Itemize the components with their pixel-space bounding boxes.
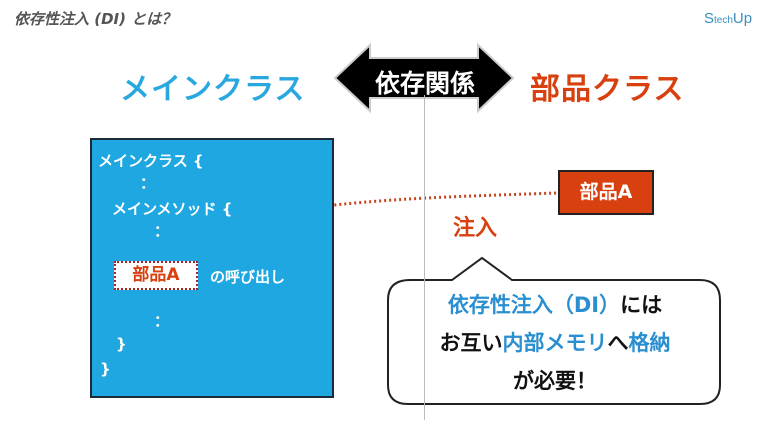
bubble-line-2: お互い内部メモリへ格納 <box>390 324 720 362</box>
inject-label: 注入 <box>453 216 498 241</box>
dependency-label: 依存関係 <box>374 69 475 98</box>
double-arrow-icon <box>333 42 515 114</box>
code-call-text: の呼び出し <box>210 268 286 286</box>
bubble-text-di: 依存性注入（DI） <box>447 293 621 317</box>
bubble-line-3: が必要！ <box>513 369 597 393</box>
bubble-text-niwa: には <box>620 293 663 317</box>
code-method-line: メインメソッド { <box>112 200 233 218</box>
speech-bubble <box>387 256 721 405</box>
main-class-heading: メインクラス <box>120 72 306 107</box>
part-a-box: 部品A <box>558 170 654 215</box>
bubble-text-otagai: お互い <box>439 331 503 355</box>
bubble-text-store: 格納 <box>628 331 671 355</box>
main-class-box: メインクラス { ： メインメソッド { ： 部品A の呼び出し ： } } <box>90 138 334 398</box>
bubble-text-memory: 内部メモリ <box>502 331 608 355</box>
code-dots: ： <box>154 312 170 330</box>
code-close-brace: } <box>100 360 111 378</box>
logo-tech: tech <box>714 15 733 26</box>
code-dots: ： <box>140 174 156 192</box>
part-a-call-box: 部品A <box>114 261 198 290</box>
part-class-heading: 部品クラス <box>530 72 685 107</box>
stechup-logo: StechUp <box>704 10 752 27</box>
logo-up: Up <box>732 10 753 27</box>
divider-line <box>424 95 425 420</box>
code-class-line: メインクラス { <box>98 152 204 170</box>
logo-s: S <box>704 10 715 27</box>
bubble-line-1: 依存性注入（DI）には <box>390 286 720 324</box>
bubble-text: 依存性注入（DI）には お互い内部メモリへ格納 が必要！ <box>390 286 720 400</box>
code-close-brace: } <box>116 335 127 353</box>
code-dots: ： <box>154 222 170 240</box>
slide-title: 依存性注入 (DI) とは？ <box>14 10 177 28</box>
bubble-text-he: へ <box>607 331 629 355</box>
